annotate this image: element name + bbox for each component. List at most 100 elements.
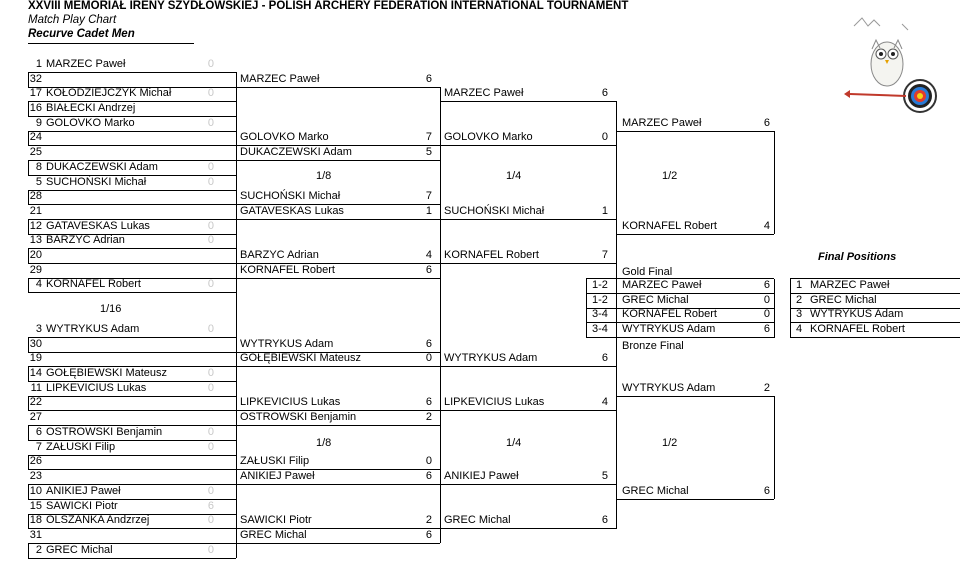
player-name: SUCHOŃSKI Michał <box>46 176 147 188</box>
final-score: 0 <box>763 308 770 320</box>
player-score: 0 <box>425 352 432 364</box>
final-position-number: 2 <box>796 294 803 306</box>
player-score: 0 <box>207 58 214 70</box>
bronze-final-label: Bronze Final <box>622 340 684 352</box>
seed-number: 22 <box>29 396 42 408</box>
seed-number: 30 <box>29 338 42 350</box>
match-underline <box>28 469 236 470</box>
bracket-line <box>774 396 775 499</box>
player-score: 6 <box>425 470 432 482</box>
final-place: 3-4 <box>592 308 608 320</box>
match-underline <box>28 219 236 220</box>
seed-number: 27 <box>29 411 42 423</box>
player-score: 5 <box>425 146 432 158</box>
category-title: Recurve Cadet Men <box>28 28 135 40</box>
round-label-1-8-upper: 1/8 <box>316 170 332 182</box>
column-divider <box>440 87 441 543</box>
match-underline <box>236 87 440 88</box>
match-underline <box>28 116 236 117</box>
player-score: 0 <box>207 176 214 188</box>
match-underline <box>440 219 616 220</box>
player-name: MARZEC Paweł <box>444 87 524 99</box>
page-subtitle: Match Play Chart <box>28 14 117 26</box>
match-underline <box>236 543 440 544</box>
bracket-line <box>790 279 791 338</box>
match-underline <box>28 528 236 529</box>
seed-number: 26 <box>29 455 42 467</box>
match-underline <box>236 278 440 279</box>
seed-number: 10 <box>29 485 42 497</box>
player-score: 2 <box>763 382 770 394</box>
bracket-line <box>586 279 587 338</box>
pair-connector <box>28 543 29 558</box>
seed-number: 14 <box>29 367 42 379</box>
player-score: 0 <box>207 87 214 99</box>
player-name: KORNAFEL Robert <box>46 278 141 290</box>
player-name: MARZEC Paweł <box>240 73 320 85</box>
category-underline <box>28 43 194 44</box>
match-underline <box>440 528 616 529</box>
player-name: GOŁĘBIEWSKI Mateusz <box>240 352 362 364</box>
player-score: 0 <box>601 131 608 143</box>
player-name: BIAŁECKI Andrzej <box>46 102 136 114</box>
player-name: GOLOVKO Marko <box>46 117 135 129</box>
player-score: 7 <box>601 249 608 261</box>
player-score: 0 <box>207 544 214 556</box>
match-underline <box>28 499 236 500</box>
player-name: SAWICKI Piotr <box>240 514 312 526</box>
final-position-name: KORNAFEL Robert <box>810 323 905 335</box>
pair-connector <box>28 484 29 499</box>
player-score: 0 <box>207 278 214 290</box>
match-underline <box>440 145 616 146</box>
player-score: 0 <box>207 426 214 438</box>
player-score: 6 <box>601 87 608 99</box>
player-name: GOLOVKO Marko <box>240 131 329 143</box>
pair-connector <box>28 131 29 145</box>
position-underline <box>790 293 960 294</box>
player-name: OLSZANKA Andzrzej <box>46 514 150 526</box>
player-name: OSTROWSKI Benjamin <box>46 426 163 438</box>
player-score: 0 <box>207 234 214 246</box>
seed-number: 24 <box>29 131 42 143</box>
pair-connector <box>28 425 29 440</box>
match-underline <box>236 425 440 426</box>
seed-number: 7 <box>35 441 42 453</box>
pair-connector <box>28 396 29 410</box>
match-underline <box>28 72 236 73</box>
match-underline <box>28 484 236 485</box>
gold-final-label: Gold Final <box>622 266 673 278</box>
owl-archery-target-logo <box>842 14 952 114</box>
match-underline <box>28 234 236 235</box>
player-name: ZAŁUSKI Filip <box>46 441 116 453</box>
player-name: ZAŁUSKI Filip <box>240 455 310 467</box>
final-position-name: MARZEC Paweł <box>810 279 890 291</box>
player-name: GREC Michal <box>444 514 511 526</box>
page-title: XXVIII MEMORIAŁ IRENY SZYDŁOWSKIEJ - POL… <box>28 0 629 12</box>
seed-number: 11 <box>30 382 42 394</box>
match-underline <box>28 455 236 456</box>
match-underline <box>28 175 236 176</box>
final-position-number: 1 <box>796 279 803 291</box>
final-underline <box>586 293 774 294</box>
pair-connector <box>28 455 29 469</box>
player-score: 0 <box>207 117 214 129</box>
match-underline <box>236 219 440 220</box>
round-label-1-4-upper: 1/4 <box>506 170 522 182</box>
player-score: 4 <box>763 220 770 232</box>
seed-number: 18 <box>29 514 42 526</box>
match-underline <box>28 352 236 353</box>
final-position-number: 3 <box>796 308 803 320</box>
match-underline <box>236 410 440 411</box>
player-score: 1 <box>601 205 608 217</box>
bracket-line <box>586 278 774 279</box>
seed-number: 16 <box>29 102 42 114</box>
match-underline <box>28 440 236 441</box>
seed-number: 2 <box>35 544 42 556</box>
player-score: 6 <box>425 338 432 350</box>
player-name: SAWICKI Piotr <box>46 500 118 512</box>
column-divider <box>236 72 237 558</box>
match-underline <box>28 366 236 367</box>
player-score: 6 <box>763 485 770 497</box>
seed-number: 9 <box>35 117 42 129</box>
player-score: 0 <box>207 367 214 379</box>
